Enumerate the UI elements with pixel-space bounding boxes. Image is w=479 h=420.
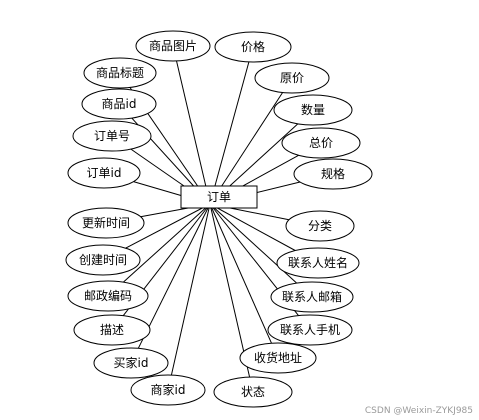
attribute-node: 订单id	[67, 157, 141, 189]
attribute-node: 订单号	[72, 120, 152, 152]
attribute-node: 收货地址	[239, 342, 317, 374]
attribute-ellipse	[135, 30, 211, 62]
connector-line	[209, 61, 250, 205]
connector-line	[209, 203, 272, 344]
connector-line	[170, 203, 211, 376]
attribute-ellipse	[130, 374, 206, 406]
attribute-ellipse	[293, 158, 373, 190]
attribute-ellipse	[67, 157, 141, 189]
attribute-ellipse	[285, 210, 355, 242]
attribute-label: 状态	[241, 385, 265, 399]
attribute-node: 联系人姓名	[276, 247, 360, 279]
attribute-node: 联系人手机	[267, 314, 353, 346]
attribute-node: 更新时间	[67, 207, 145, 239]
attribute-ellipse	[213, 376, 293, 408]
attribute-node: 买家id	[93, 347, 169, 379]
attribute-ellipse	[273, 94, 353, 126]
attribute-label: 总价	[309, 136, 333, 150]
connector-line	[125, 203, 211, 249]
attribute-ellipse	[67, 280, 149, 312]
attribute-node: 商品标题	[83, 57, 157, 89]
attribute-ellipse	[73, 314, 151, 346]
attribute-node: 描述	[73, 314, 151, 346]
attribute-label: 邮政编码	[84, 288, 132, 303]
watermark: CSDN @Weixin-ZYKJ985	[364, 406, 473, 416]
attribute-node: 分类	[285, 210, 355, 242]
connector-line	[209, 203, 251, 378]
attribute-label: 价格	[241, 39, 265, 54]
attribute-node: 商家id	[130, 374, 206, 406]
entity-label: 订单	[207, 190, 231, 204]
attribute-ellipse	[214, 31, 292, 63]
attribute-node: 状态	[213, 376, 293, 408]
attribute-label: 收货地址	[254, 350, 302, 365]
attribute-node: 总价	[281, 127, 361, 159]
entity-order: 订单	[180, 185, 258, 209]
connector-line	[123, 203, 211, 283]
connector-line	[176, 60, 211, 205]
attribute-label: 创建时间	[79, 253, 127, 267]
attribute-label: 规格	[321, 166, 345, 181]
attribute-ellipse	[270, 281, 354, 313]
attribute-label: 联系人邮箱	[282, 289, 342, 304]
attribute-label: 买家id	[114, 355, 149, 370]
attribute-label: 原价	[280, 71, 304, 85]
entity-box	[180, 185, 258, 209]
attribute-label: 描述	[100, 323, 124, 337]
attribute-node: 创建时间	[65, 244, 141, 276]
attribute-label: 联系人姓名	[288, 255, 348, 270]
attribute-label: 更新时间	[82, 215, 130, 230]
attribute-ellipse	[281, 127, 361, 159]
attribute-node: 数量	[273, 94, 353, 126]
attribute-ellipse	[81, 88, 157, 120]
attribute-ellipse	[67, 207, 145, 239]
attribute-label: 商家id	[151, 382, 186, 397]
connector-line	[137, 203, 211, 349]
attribute-ellipse	[83, 57, 157, 89]
attribute-ellipse	[65, 244, 141, 276]
attribute-ellipse	[276, 247, 360, 279]
attribute-node: 商品图片	[135, 30, 211, 62]
attribute-label: 联系人手机	[280, 323, 340, 337]
attribute-ellipse	[267, 314, 353, 346]
attribute-label: 数量	[301, 102, 325, 117]
attribute-label: 订单号	[94, 129, 130, 143]
attribute-ellipse	[239, 342, 317, 374]
attribute-node: 规格	[293, 158, 373, 190]
attribute-label: 商品图片	[149, 38, 197, 53]
attribute-label: 分类	[308, 219, 332, 233]
connector-line	[209, 92, 284, 205]
attribute-node: 原价	[254, 62, 330, 94]
attribute-label: 商品id	[102, 96, 137, 111]
attribute-node: 价格	[214, 31, 292, 63]
attribute-node: 邮政编码	[67, 280, 149, 312]
attribute-node: 联系人邮箱	[270, 281, 354, 313]
attribute-label: 订单id	[87, 166, 122, 180]
connector-line	[209, 203, 296, 251]
attribute-ellipse	[72, 120, 152, 152]
attribute-node: 商品id	[81, 88, 157, 120]
attribute-ellipse	[93, 347, 169, 379]
attribute-label: 商品标题	[96, 65, 144, 80]
attribute-ellipse	[254, 62, 330, 94]
